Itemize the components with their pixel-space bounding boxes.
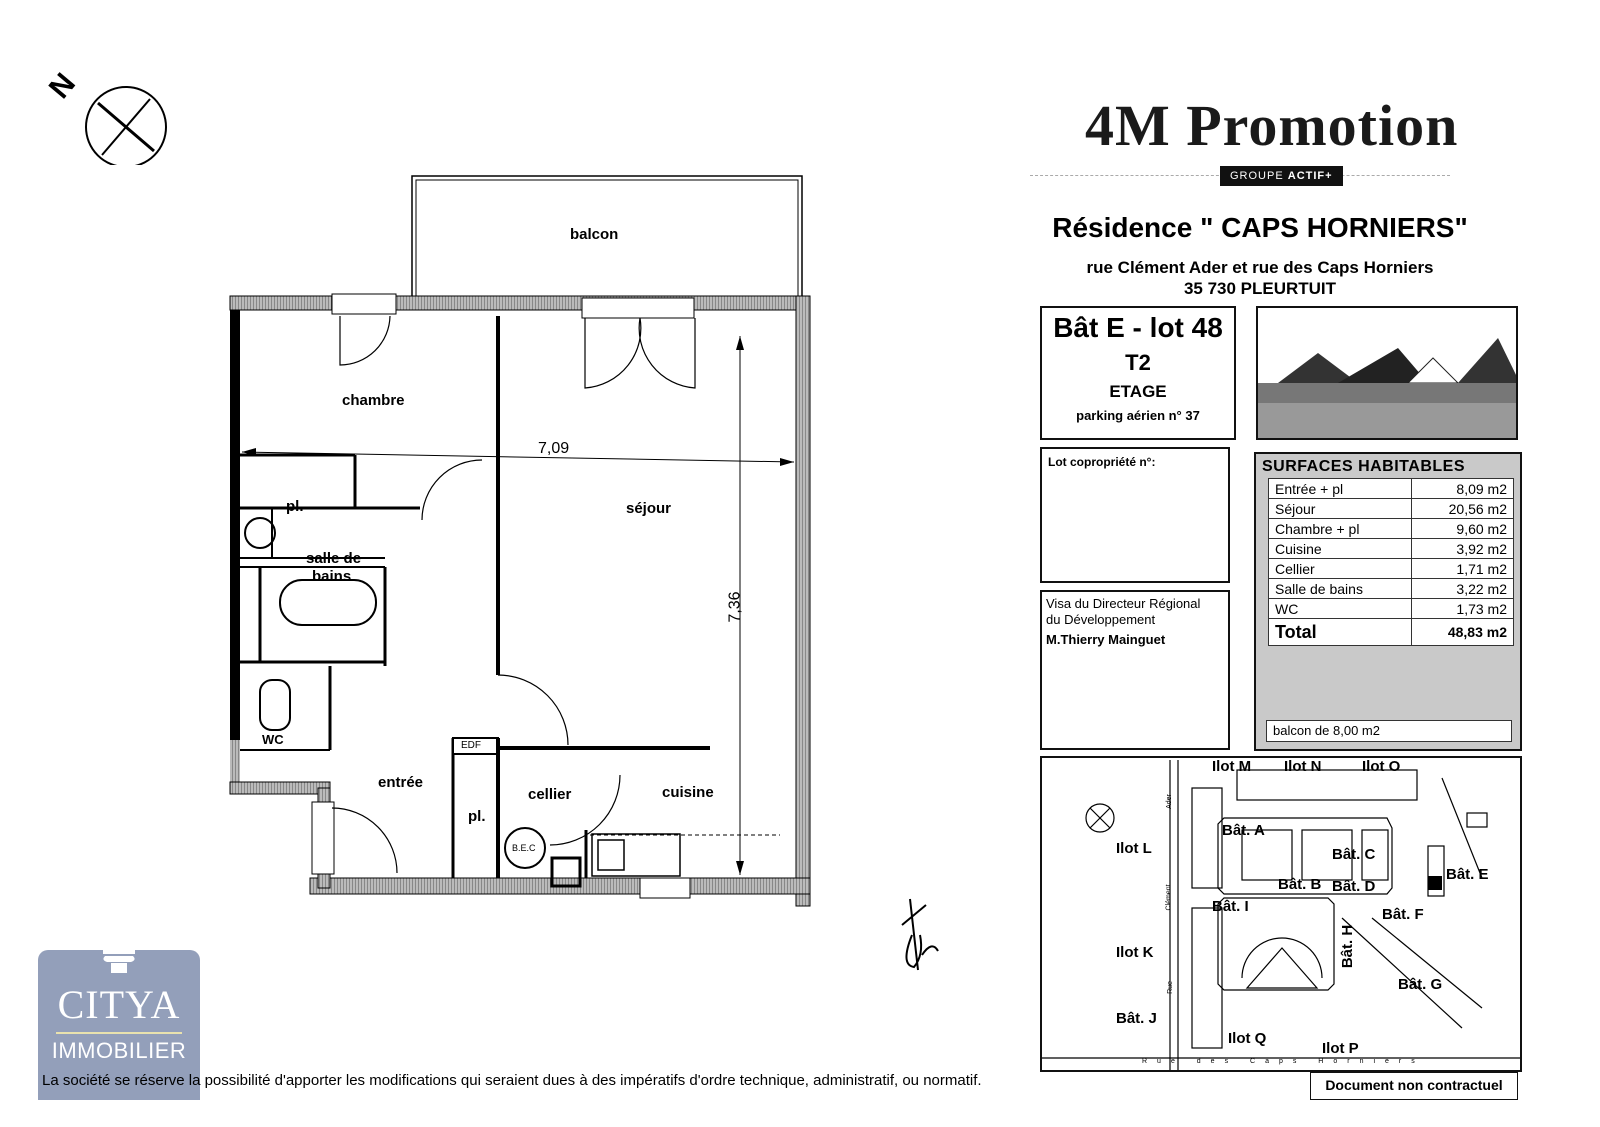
non-contractual-notice: Document non contractuel bbox=[1310, 1072, 1518, 1100]
residence-title: Résidence " CAPS HORNIERS" bbox=[1052, 212, 1468, 243]
floor-level: ETAGE bbox=[1109, 382, 1167, 401]
room-area: 9,60 m2 bbox=[1410, 518, 1515, 539]
room-label-bec: B.E.C bbox=[512, 843, 536, 853]
site-label: Bât. E bbox=[1446, 866, 1489, 883]
room-label-salle-de-bains-2: bains bbox=[312, 568, 352, 585]
total-value: 48,83 m2 bbox=[1410, 618, 1515, 646]
copropriete-label: Lot copropriété n°: bbox=[1048, 455, 1156, 469]
room-label-salle-de-bains-1: salle de bbox=[306, 550, 362, 567]
room-name: Entrée + pl bbox=[1268, 478, 1412, 499]
room-label-edf: EDF bbox=[461, 740, 481, 751]
site-label: Bât. D bbox=[1332, 878, 1376, 895]
site-label: Bât. A bbox=[1222, 822, 1265, 839]
site-map: Ilot M Ilot N Ilot O Bât. A Ilot L Bât. … bbox=[1040, 756, 1522, 1072]
site-label: Bât. C bbox=[1332, 846, 1376, 863]
site-label: Bât. I bbox=[1212, 898, 1249, 915]
room-label-placard-entree: pl. bbox=[468, 808, 486, 825]
site-label: Ilot M bbox=[1212, 758, 1252, 775]
room-name: WC bbox=[1268, 598, 1412, 619]
street-label: Rue des Caps Horniers bbox=[1142, 1058, 1425, 1065]
room-area: 3,22 m2 bbox=[1410, 578, 1515, 599]
room-name: Salle de bains bbox=[1268, 578, 1412, 599]
column-capital-icon bbox=[103, 950, 135, 973]
group-prefix: GROUPE bbox=[1230, 170, 1284, 182]
room-area: 20,56 m2 bbox=[1410, 498, 1515, 519]
room-area: 3,92 m2 bbox=[1410, 538, 1515, 559]
copropriete-box: Lot copropriété n°: bbox=[1040, 447, 1230, 583]
svg-text:N: N bbox=[43, 67, 82, 105]
site-label: Bât. F bbox=[1382, 906, 1424, 923]
room-area: 1,71 m2 bbox=[1410, 558, 1515, 579]
room-label-sejour: séjour bbox=[626, 500, 672, 517]
room-area: 8,09 m2 bbox=[1410, 478, 1515, 499]
room-area: 1,73 m2 bbox=[1410, 598, 1515, 619]
lot-info-box: Bât E - lot 48 T2 ETAGE parking aérien n… bbox=[1040, 306, 1236, 440]
address-line-1: rue Clément Ader et rue des Caps Hornier… bbox=[1086, 258, 1434, 277]
room-name: Cuisine bbox=[1268, 538, 1412, 559]
group-badge: GROUPE ACTIF+ bbox=[1220, 166, 1343, 186]
room-label-placard-chambre: pl. bbox=[286, 498, 304, 515]
total-label: Total bbox=[1268, 618, 1412, 646]
room-label-cuisine: cuisine bbox=[662, 784, 714, 801]
room-label-balcon: balcon bbox=[570, 226, 619, 243]
disclaimer-text: La société se réserve la possibilité d'a… bbox=[42, 1072, 982, 1089]
site-label: Ilot L bbox=[1116, 840, 1152, 857]
site-label: Ilot Q bbox=[1228, 1030, 1267, 1047]
parking-number: parking aérien n° 37 bbox=[1076, 408, 1200, 423]
street-label: Clément bbox=[1165, 884, 1173, 911]
site-label: Bât. J bbox=[1116, 1010, 1157, 1027]
room-name: Chambre + pl bbox=[1268, 518, 1412, 539]
site-label: Bât. G bbox=[1398, 976, 1443, 993]
dimension-width: 7,09 bbox=[538, 440, 570, 457]
visa-line-2: du Développement bbox=[1046, 612, 1156, 627]
group-name: ACTIF+ bbox=[1287, 170, 1333, 182]
signature-icon bbox=[901, 898, 939, 971]
north-compass-icon: N bbox=[43, 67, 167, 165]
divider bbox=[56, 1032, 182, 1034]
developer-brand: 4M Promotion bbox=[1085, 93, 1459, 158]
agency-name: CITYA bbox=[57, 982, 181, 1027]
agency-subtitle: IMMOBILIER bbox=[51, 1038, 187, 1063]
room-label-cellier: cellier bbox=[528, 786, 572, 803]
site-label: Bât. B bbox=[1278, 876, 1322, 893]
site-label: Ilot O bbox=[1362, 758, 1401, 775]
visa-line-1: Visa du Directeur Régional bbox=[1046, 596, 1201, 611]
floor-plan: balcon chambre 7,09 séjour 7,36 pl. sall… bbox=[220, 170, 820, 910]
dimension-height: 7,36 bbox=[726, 591, 744, 623]
residence-photo bbox=[1256, 306, 1518, 440]
site-label: Ilot K bbox=[1116, 944, 1154, 961]
address-line-2: 35 730 PLEURTUIT bbox=[1183, 279, 1337, 298]
site-label: Ilot N bbox=[1284, 758, 1322, 775]
room-label-wc: WC bbox=[262, 732, 284, 747]
visa-box: Visa du Directeur Régional du Développem… bbox=[1040, 590, 1230, 750]
surfaces-title: SURFACES HABITABLES bbox=[1262, 458, 1465, 475]
agency-logo: CITYA IMMOBILIER bbox=[38, 950, 200, 1100]
site-plan-drawing bbox=[1042, 760, 1520, 1070]
apartment-type: T2 bbox=[1125, 350, 1151, 375]
floor-plan-drawing bbox=[229, 175, 811, 907]
site-label: Ilot P bbox=[1322, 1040, 1359, 1057]
room-name: Cellier bbox=[1268, 558, 1412, 579]
balcony-area: balcon de 8,00 m2 bbox=[1266, 720, 1512, 742]
street-label: Rue bbox=[1166, 981, 1174, 994]
room-name: Séjour bbox=[1268, 498, 1412, 519]
building-lot: Bât E - lot 48 bbox=[1053, 312, 1223, 343]
site-label: Bât. H bbox=[1339, 924, 1357, 969]
street-label: Ader bbox=[1165, 794, 1173, 809]
houses-image bbox=[1258, 308, 1516, 438]
visa-signatory: M.Thierry Mainguet bbox=[1046, 632, 1166, 647]
room-label-entree: entrée bbox=[378, 774, 424, 791]
room-label-chambre: chambre bbox=[342, 392, 405, 409]
